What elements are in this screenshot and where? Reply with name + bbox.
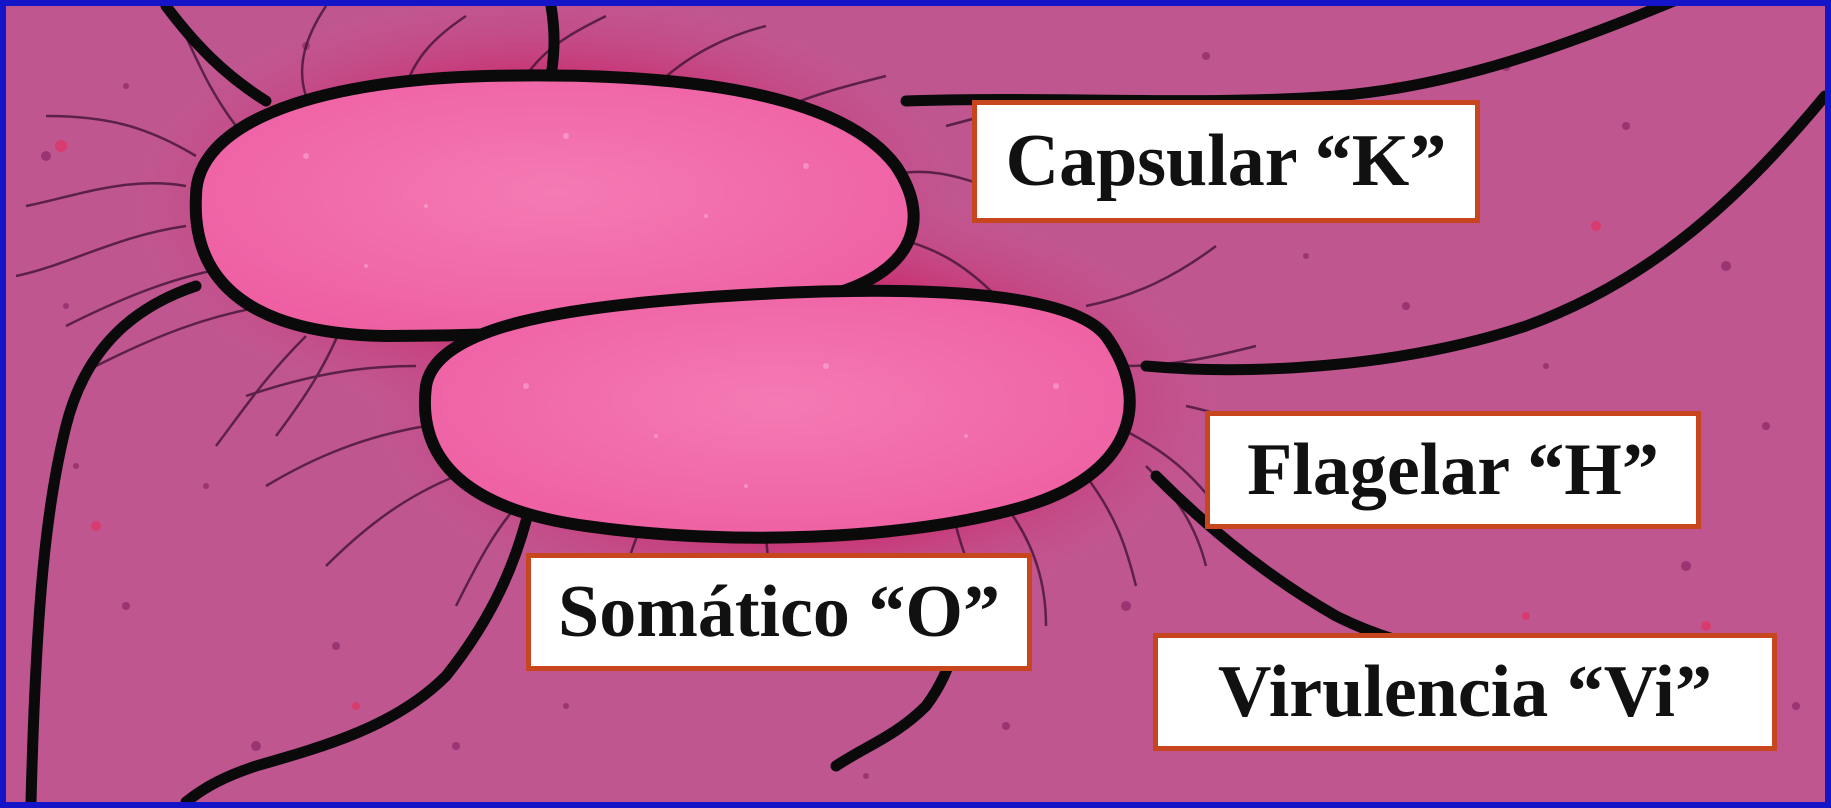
label-somatico-o: Somático “O”	[526, 553, 1032, 671]
label-virulencia-text: Virulencia “Vi”	[1218, 650, 1712, 735]
label-capsular-text: Capsular “K”	[1006, 119, 1447, 204]
label-flagelar-text: Flagelar “H”	[1247, 428, 1659, 513]
bacterium-lower	[425, 291, 1130, 538]
label-flagelar-h: Flagelar “H”	[1205, 411, 1701, 529]
label-capsular-k: Capsular “K”	[972, 100, 1480, 223]
label-virulencia-vi: Virulencia “Vi”	[1153, 633, 1777, 751]
label-somatico-text: Somático “O”	[558, 570, 1000, 655]
